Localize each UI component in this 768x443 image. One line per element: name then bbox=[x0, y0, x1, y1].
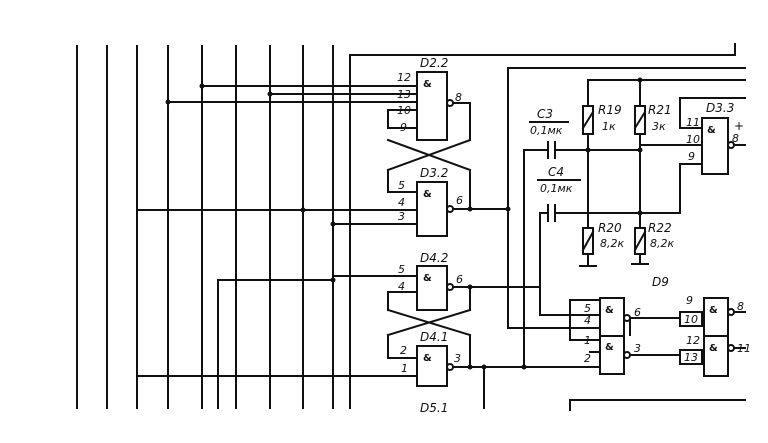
pin-label: 2 bbox=[584, 352, 591, 365]
bus-lines bbox=[76, 43, 736, 409]
pin-label: 3 bbox=[454, 352, 461, 365]
pin-label: 4 bbox=[584, 314, 591, 327]
pin-label: 6 bbox=[634, 306, 641, 319]
gate-symbol: & bbox=[605, 342, 614, 353]
pin-label: 5 bbox=[398, 179, 405, 192]
gate-symbol: & bbox=[423, 189, 432, 200]
gate-symbol: & bbox=[605, 305, 614, 316]
pin-label: 12 bbox=[397, 71, 411, 84]
gate-nand-12-13: & 12 13 11 bbox=[679, 334, 751, 377]
capacitor-value: 0,1мк bbox=[530, 124, 563, 137]
gate-label: D4.1 bbox=[420, 330, 448, 344]
gate-symbol: & bbox=[423, 79, 432, 90]
resistor-r19: R19 1к bbox=[581, 79, 622, 267]
resistor-value: 3к bbox=[652, 120, 666, 133]
pin-label: 4 bbox=[398, 280, 405, 293]
resistor-value: 1к bbox=[602, 120, 616, 133]
gate-label: D4.2 bbox=[420, 251, 448, 265]
resistor-value: 8,2к bbox=[650, 237, 674, 250]
pin-label: 12 bbox=[686, 334, 700, 347]
pin-label: 4 bbox=[398, 196, 405, 209]
pin-label: 1 bbox=[401, 362, 408, 375]
pin-label: 9 bbox=[400, 121, 407, 134]
gate-symbol: & bbox=[423, 273, 432, 284]
pin-label: 5 bbox=[398, 263, 405, 276]
gate-label: D5.1 bbox=[420, 401, 448, 415]
pin-label: 3 bbox=[634, 342, 641, 355]
resistor-r22: R22 8,2к bbox=[631, 221, 674, 265]
gate-d4-2: & D4.2 5 4 6 bbox=[217, 251, 541, 409]
gate-symbol: & bbox=[709, 305, 718, 316]
gate-d2-2: & D2.2 12 13 10 9 8 bbox=[165, 56, 471, 141]
gate-label: D2.2 bbox=[420, 56, 448, 70]
cross-wire bbox=[386, 138, 472, 172]
pin-label: 6 bbox=[456, 194, 463, 207]
pin-label: 11 bbox=[686, 116, 700, 129]
pin-label: 6 bbox=[456, 273, 463, 286]
pin-label: 8 bbox=[737, 300, 744, 313]
gate-symbol: & bbox=[709, 343, 718, 354]
cross-wire bbox=[386, 308, 472, 337]
gate-d3-3: & D3.3 + 11 10 9 8 bbox=[639, 97, 746, 214]
pin-label: 9 bbox=[688, 150, 695, 163]
resistor-ref: R22 bbox=[648, 221, 672, 235]
gate-label: D3.2 bbox=[420, 166, 448, 180]
pin-label: 10 bbox=[686, 133, 700, 146]
resistor-value: 8,2к bbox=[600, 237, 624, 250]
pin-label: 1 bbox=[584, 334, 591, 347]
capacitor-ref: C3 bbox=[537, 107, 553, 121]
pin-label: 13 bbox=[397, 88, 411, 101]
pin-label: 10 bbox=[684, 313, 698, 326]
pin-label: 3 bbox=[398, 210, 405, 223]
capacitor-c4: C4 0,1мк bbox=[537, 165, 581, 222]
diode-label: D9 bbox=[652, 275, 669, 289]
pin-label: 8 bbox=[455, 91, 462, 104]
gate-d3-2: & D3.2 5 4 3 6 bbox=[136, 166, 509, 237]
resistor-r20: R20 8,2к bbox=[579, 221, 624, 267]
gate-symbol: & bbox=[707, 125, 716, 136]
gate-label: D3.3 bbox=[706, 101, 734, 115]
pin-label: 10 bbox=[397, 104, 411, 117]
gate-nand-9-10: & 9 10 8 bbox=[679, 294, 746, 339]
gate-d4-1: & D4.1 2 1 3 D5.1 bbox=[136, 330, 601, 415]
resistor-ref: R21 bbox=[648, 103, 672, 117]
resistor-r21: R21 3к bbox=[633, 79, 672, 229]
capacitor-value: 0,1мк bbox=[540, 182, 573, 195]
pin-label: 8 bbox=[732, 132, 739, 145]
resistor-ref: R20 bbox=[598, 221, 622, 235]
pin-label: 9 bbox=[686, 294, 693, 307]
capacitor-c3: C3 0,1мк bbox=[529, 107, 569, 159]
capacitor-ref: C4 bbox=[548, 165, 564, 179]
pin-label: 5 bbox=[584, 302, 591, 315]
resistor-ref: R19 bbox=[598, 103, 622, 117]
pin-label: 2 bbox=[400, 344, 407, 357]
plus-sign: + bbox=[734, 119, 744, 133]
gate-symbol: & bbox=[423, 353, 432, 364]
pin-label: 13 bbox=[684, 351, 698, 364]
right-wiring bbox=[505, 67, 746, 368]
